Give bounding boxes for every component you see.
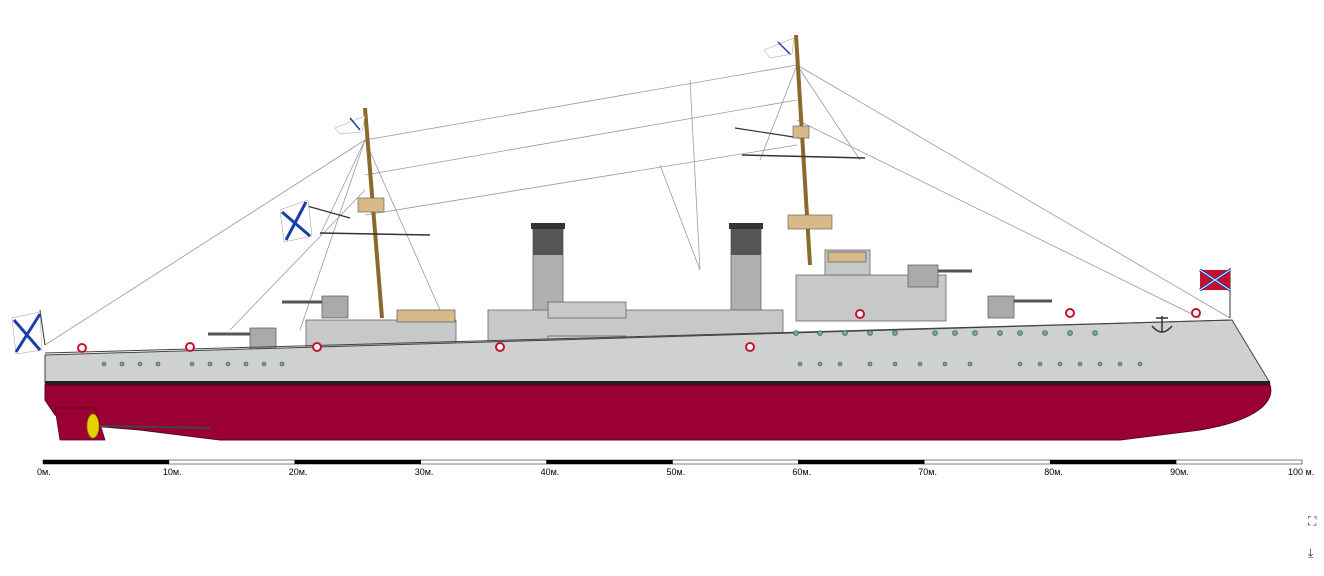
scale-label: 10м. (163, 467, 182, 477)
scale-label: 60м. (792, 467, 811, 477)
scale-label: 30м. (415, 467, 434, 477)
anchor (1151, 316, 1173, 333)
scale-label: 70м. (918, 467, 937, 477)
stern-ensign-flag (1199, 268, 1231, 318)
scale-segment (1049, 459, 1177, 465)
corner-tools: ⛶ ⤓ (1304, 510, 1324, 576)
scale-segment (672, 459, 799, 465)
fore-mast-top-pennant (334, 115, 366, 135)
exit-fullscreen-icon[interactable]: ⤓ (1308, 546, 1314, 560)
aft-funnel (729, 223, 763, 316)
scale-label: 20м. (289, 467, 308, 477)
fore-mast-flag (279, 199, 313, 243)
rigging (44, 64, 1231, 346)
scale-segment (294, 459, 421, 465)
scale-label: 0м. (37, 467, 51, 477)
forward-funnel (531, 223, 565, 316)
guns (208, 264, 1052, 351)
portholes (101, 330, 1143, 367)
scale-label: 100 м. (1288, 467, 1314, 477)
aft-bridge (795, 249, 947, 322)
scale-segment (924, 459, 1051, 465)
scale-segment (420, 459, 547, 465)
main-mast (734, 34, 866, 266)
fullscreen-icon[interactable]: ⛶ (1308, 514, 1317, 528)
scale-label: 50м. (667, 467, 686, 477)
scale-segment (1175, 459, 1303, 465)
scale-label: 90м. (1170, 467, 1189, 477)
bow-jack-flag (11, 309, 46, 355)
lifebuoys (77, 308, 1201, 353)
scale-label: 80м. (1044, 467, 1063, 477)
main-mast-top-pennant (763, 37, 795, 59)
propeller (54, 407, 211, 441)
scale-segment (42, 459, 170, 465)
scale-label: 40м. (541, 467, 560, 477)
scale-bar: 0м. 10м. 20м. 30м. 40м. 50м. 60м. 70м. 80м. 90м. 1… (37, 459, 1314, 477)
scale-segment (168, 459, 296, 465)
hull-underwater (44, 384, 1272, 441)
scale-segment (798, 459, 925, 465)
boot-topping (45, 381, 1270, 385)
fore-mast (299, 107, 431, 319)
scale-segment (546, 459, 673, 465)
